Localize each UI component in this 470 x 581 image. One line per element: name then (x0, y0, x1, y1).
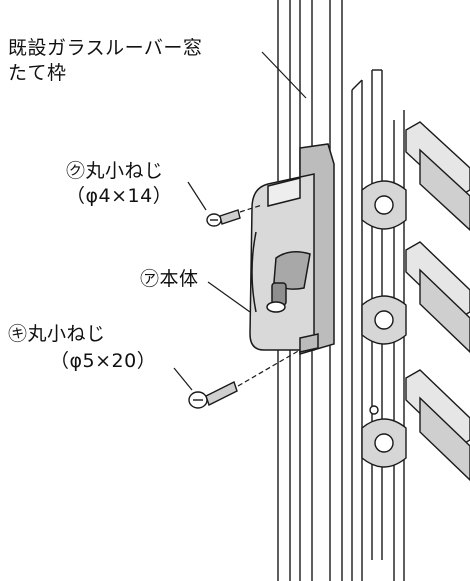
louver-blade-top (361, 121, 470, 231)
screw-large-icon (188, 381, 238, 409)
screw-large-name-label: ㋖丸小ねじ (8, 323, 106, 345)
lock-body (249, 143, 335, 356)
frame-label-line2: たて枠 (8, 62, 67, 84)
assembly-guide-lines (173, 51, 307, 391)
frame-label-line1: 既設ガラスルーバー窓 (8, 37, 203, 59)
louver-blade-middle (361, 241, 470, 353)
screw-small-name-label: ㋗丸小ねじ (66, 160, 164, 182)
body-name-label: ㋐本体 (140, 268, 199, 290)
screw-large-size-label: （φ5×20） (50, 350, 157, 372)
screw-small-icon (206, 209, 241, 227)
louver-blade-bottom (361, 369, 470, 481)
screw-small-size-label: （φ4×14） (66, 185, 173, 207)
